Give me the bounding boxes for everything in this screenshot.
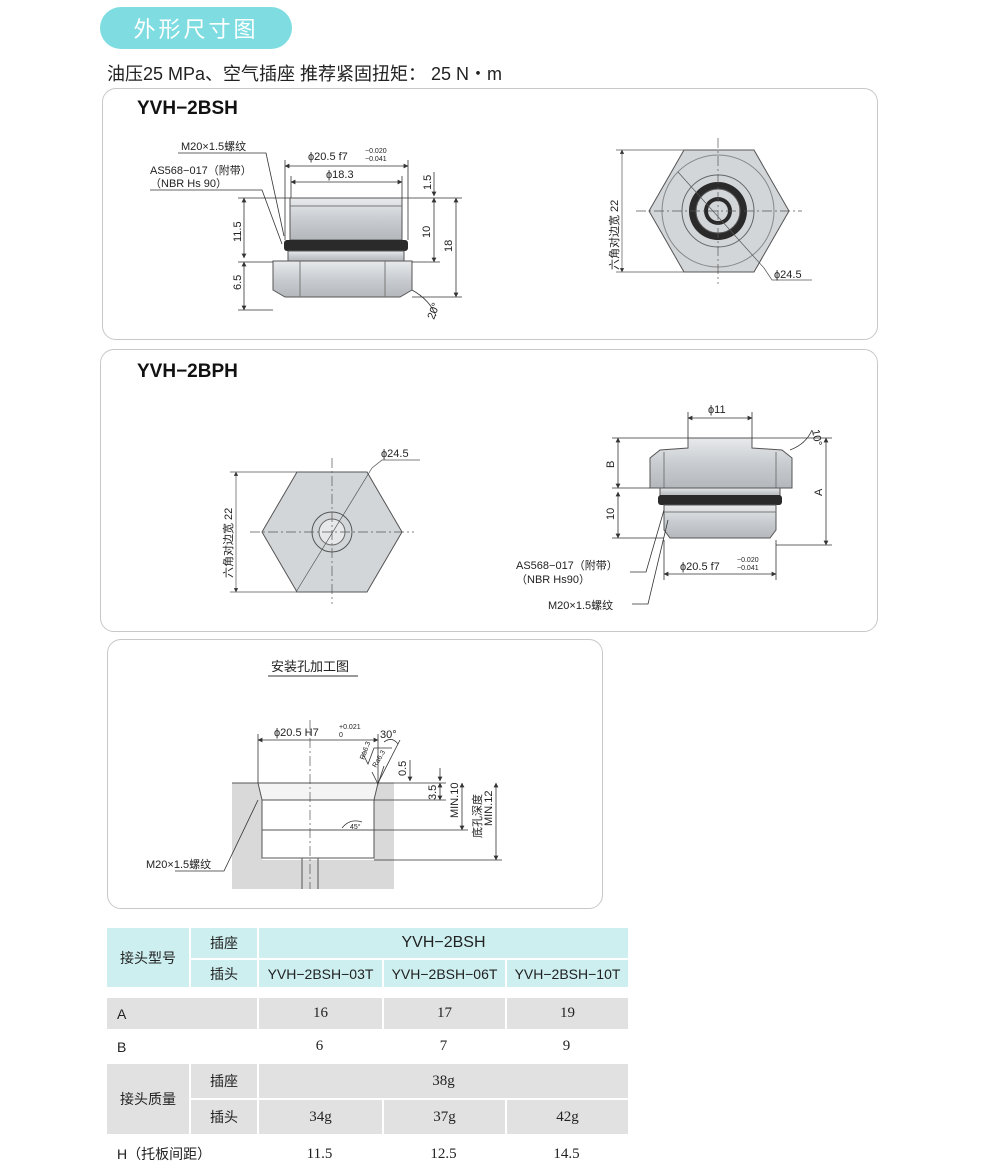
bsh-side-view: M20×1.5螺纹 AS568−017（附带） （NBR Hs 90） ϕ20.… — [150, 139, 462, 321]
bsh-d-inner-label: ϕ18.3 — [326, 169, 354, 181]
bph-hex-width: 六角对边宽 22 — [221, 508, 235, 578]
technical-drawings: M20×1.5螺纹 AS568−017（附带） （NBR Hs 90） ϕ20.… — [146, 138, 832, 889]
hole-angle-30: 30° — [380, 729, 397, 741]
hole-d-label: ϕ20.5 H7 — [274, 727, 319, 739]
bsh-h-1-5: 1.5 — [422, 175, 434, 190]
bph-dim-b: B — [605, 461, 617, 468]
row-h-value: 11.5 — [306, 1145, 333, 1162]
bsh-d-hex: ϕ24.5 — [774, 269, 802, 281]
pressure-torque-note: 油压25 MPa、空气插座 推荐紧固扭矩： 25 N・m — [107, 64, 503, 84]
spec-table: 接头型号 插座 YVH−2BSH 插头 YVH−2BSH−03T YVH−2BS… — [107, 928, 628, 1174]
hole-title: 安装孔加工图 — [271, 659, 349, 674]
hole-ra-2: Ra6.3 — [372, 749, 387, 769]
bph-tol-dn: −0.041 — [737, 565, 759, 572]
header-socket: 插座 — [189, 928, 257, 958]
row-b-value: 6 — [315, 1038, 324, 1054]
hole-h-3-5: 3.5 — [427, 785, 439, 800]
bsh-tol-dn: −0.041 — [365, 156, 387, 163]
bsh-angle: 20° — [426, 301, 443, 321]
section-title: 外形尺寸图 — [133, 17, 259, 42]
mass-socket-label: 插座 — [189, 1064, 257, 1098]
bsh-h-18: 18 — [443, 240, 455, 252]
mass-plug-label: 插头 — [189, 1098, 257, 1134]
row-a-label: A — [107, 998, 257, 1029]
bph-dim-a: A — [813, 488, 825, 496]
bsh-h-10: 10 — [421, 226, 433, 238]
bsh-top-view: 六角对边宽 22 ϕ24.5 — [607, 138, 812, 284]
row-b-value: 7 — [439, 1038, 448, 1054]
bph-d-11: ϕ11 — [708, 404, 726, 416]
row-h-value: 12.5 — [430, 1145, 457, 1162]
bph-side-view: ϕ11 10° B A 10 ϕ20.5 f7 −0.020 −0.041 AS… — [516, 404, 832, 612]
section-title-badge: 外形尺寸图 — [100, 7, 292, 49]
hole-tol-dn: 0 — [339, 732, 343, 739]
row-h-label: H（托板间距） — [117, 1146, 212, 1162]
row-b-value: 9 — [562, 1038, 571, 1054]
bph-thread-label: M20×1.5螺纹 — [548, 598, 613, 612]
hole-tol-up: +0.021 — [339, 724, 361, 731]
plug-model: YVH−2BSH−06T — [382, 958, 505, 987]
bsh-thread-label: M20×1.5螺纹 — [181, 139, 246, 153]
row-h-value: 14.5 — [553, 1145, 580, 1162]
bsh-h-6-5: 6.5 — [232, 275, 244, 290]
hole-thread-label: M20×1.5螺纹 — [146, 857, 211, 871]
bph-d-hex: ϕ24.5 — [381, 448, 409, 460]
bph-tol-up: −0.020 — [737, 557, 759, 564]
plug-model: YVH−2BSH−10T — [505, 958, 628, 987]
bph-oring-label: AS568−017（附带） — [516, 558, 618, 572]
bsh-oring-label: AS568−017（附带） — [150, 163, 252, 177]
bph-d-outer-label: ϕ20.5 f7 — [680, 561, 720, 573]
mass-label: 接头质量 — [107, 1064, 189, 1134]
row-a-value: 17 — [382, 998, 505, 1029]
plug-model: YVH−2BSH−03T — [257, 958, 382, 987]
row-a-value: 19 — [505, 998, 628, 1029]
bph-nbr-label: （NBR Hs90） — [516, 573, 590, 586]
hole-depth-label: 底孔深度 — [470, 794, 484, 838]
bsh-hex-width: 六角对边宽 22 — [607, 200, 621, 270]
bsh-nbr-label: （NBR Hs 90） — [150, 177, 227, 190]
header-socket-model: YVH−2BSH — [257, 928, 628, 958]
hole-h-0-5: 0.5 — [397, 761, 409, 776]
bsh-h-11-5: 11.5 — [232, 221, 244, 242]
row-b-label: B — [117, 1038, 127, 1055]
bph-top-view: 六角对边宽 22 ϕ24.5 — [221, 448, 420, 604]
row-a-value: 16 — [257, 998, 382, 1029]
bph-h-10: 10 — [605, 508, 617, 520]
mass-plug-value: 34g — [257, 1098, 382, 1134]
panel-title-bph: YVH−2BPH — [137, 361, 238, 382]
mass-plug-value: 42g — [505, 1098, 628, 1134]
panel-title-bsh: YVH−2BSH — [137, 98, 238, 119]
bph-angle: 10° — [809, 428, 824, 446]
mass-socket-value: 38g — [257, 1064, 628, 1098]
header-plug: 插头 — [189, 958, 257, 987]
bsh-d-outer-label: ϕ20.5 f7 — [308, 151, 348, 163]
bsh-tol-up: −0.020 — [365, 148, 387, 155]
hole-angle-45: 45° — [350, 823, 361, 831]
header-joint-model: 接头型号 — [107, 928, 189, 987]
hole-min-10: MIN.10 — [449, 783, 461, 818]
mounting-hole-view: 安装孔加工图 ϕ20 — [146, 659, 502, 889]
mass-plug-value: 37g — [382, 1098, 505, 1134]
hole-min-12: MIN.12 — [483, 791, 495, 826]
